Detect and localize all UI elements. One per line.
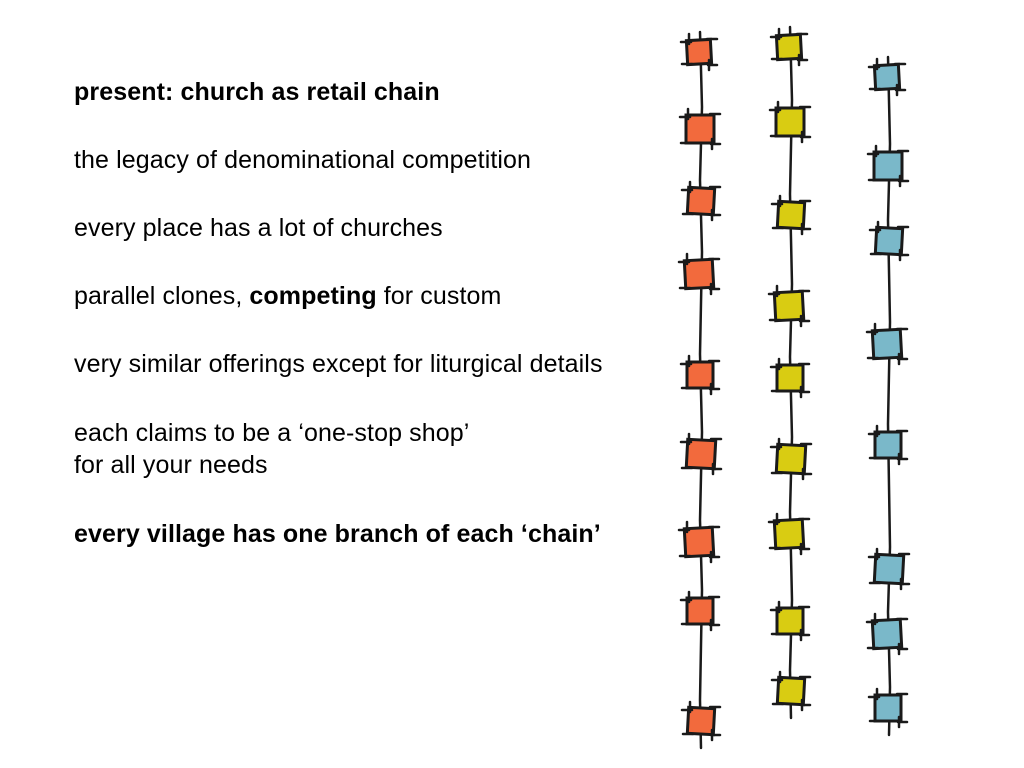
chain-1-node — [679, 432, 723, 476]
bullet-one-stop-line-1: each claims to be a ‘one-stop shop’ — [74, 419, 470, 447]
chain-3-node — [865, 612, 909, 656]
bullet-many-churches: every place has a lot of churches — [74, 214, 443, 242]
chain-sketch-icon — [677, 25, 911, 750]
bullet-legacy: the legacy of denominational competition — [74, 146, 532, 174]
chain-2-node — [770, 670, 812, 712]
chain-2-node — [767, 284, 811, 328]
chain-3-node — [867, 57, 907, 97]
chain-1-node — [680, 180, 722, 222]
chain-3-node — [866, 144, 910, 188]
chain-3-node — [867, 547, 911, 591]
chain-2-node — [769, 437, 813, 481]
chain-2-node — [768, 100, 812, 144]
chain-3-node — [865, 322, 909, 366]
chain-3-node — [867, 687, 909, 729]
chain-1-node — [679, 32, 719, 72]
chain-2-node — [769, 357, 811, 399]
chain-2-node — [769, 27, 809, 67]
chain-1-node — [677, 252, 721, 296]
bullet-one-stop-line-2: for all your needs — [74, 451, 268, 479]
chain-1-node — [678, 107, 722, 151]
bullet-competing: parallel clones, competing for custom — [74, 281, 501, 312]
chain-2-node — [770, 194, 812, 236]
chain-2-node — [769, 600, 811, 642]
chain-1-node — [679, 354, 721, 396]
chain-2-node — [767, 512, 811, 556]
chain-1-node — [680, 700, 722, 742]
chain-1-group — [677, 30, 723, 750]
competing-emphasis: competing — [249, 282, 377, 310]
competing-prefix: parallel clones, — [74, 282, 250, 310]
chain-3-node — [867, 424, 909, 466]
bullet-offerings: very similar offerings except for liturg… — [74, 350, 603, 378]
slide-closing: every village has one branch of each ‘ch… — [74, 520, 601, 548]
chain-3-group — [865, 55, 911, 737]
competing-suffix: for custom — [376, 282, 502, 310]
chain-2-group — [767, 25, 813, 720]
slide-heading: present: church as retail chain — [74, 78, 440, 106]
chain-1-node — [679, 590, 721, 632]
chain-3-node — [868, 220, 910, 262]
chain-1-node — [677, 520, 721, 564]
